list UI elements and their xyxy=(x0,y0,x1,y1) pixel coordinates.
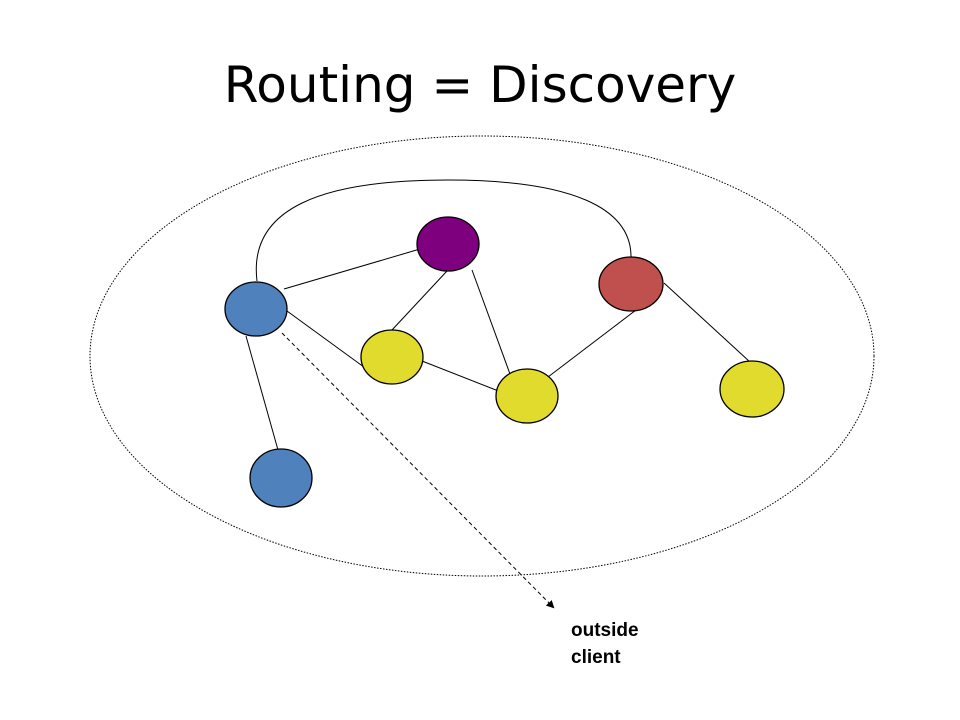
outside-client-label-line1: outside xyxy=(571,620,639,641)
edge-blue-purple xyxy=(283,248,421,290)
network-boundary xyxy=(89,135,875,577)
node-yellow-2 xyxy=(495,368,559,424)
outside-client-label-line2: client xyxy=(571,647,621,668)
edge-blue-red-arc xyxy=(255,179,632,282)
node-red xyxy=(598,256,664,312)
edge-blue-yellow1 xyxy=(286,310,369,371)
outside-client-link xyxy=(281,332,555,609)
outside-client-label: outside client xyxy=(571,617,639,671)
node-purple xyxy=(416,216,480,272)
edge-purple-yellow1 xyxy=(391,270,448,331)
node-yellow-3 xyxy=(719,360,785,418)
edge-purple-yellow2 xyxy=(471,269,511,375)
slide-title: Routing = Discovery xyxy=(223,56,737,114)
node-blue-2 xyxy=(249,448,313,508)
edge-yellow2-red xyxy=(547,309,637,378)
edge-red-yellow3 xyxy=(663,282,751,363)
edge-yellow1-yellow2 xyxy=(421,360,502,393)
node-blue-1 xyxy=(224,281,288,337)
node-yellow-1 xyxy=(360,329,424,385)
edge-blue-blue2 xyxy=(245,335,279,451)
